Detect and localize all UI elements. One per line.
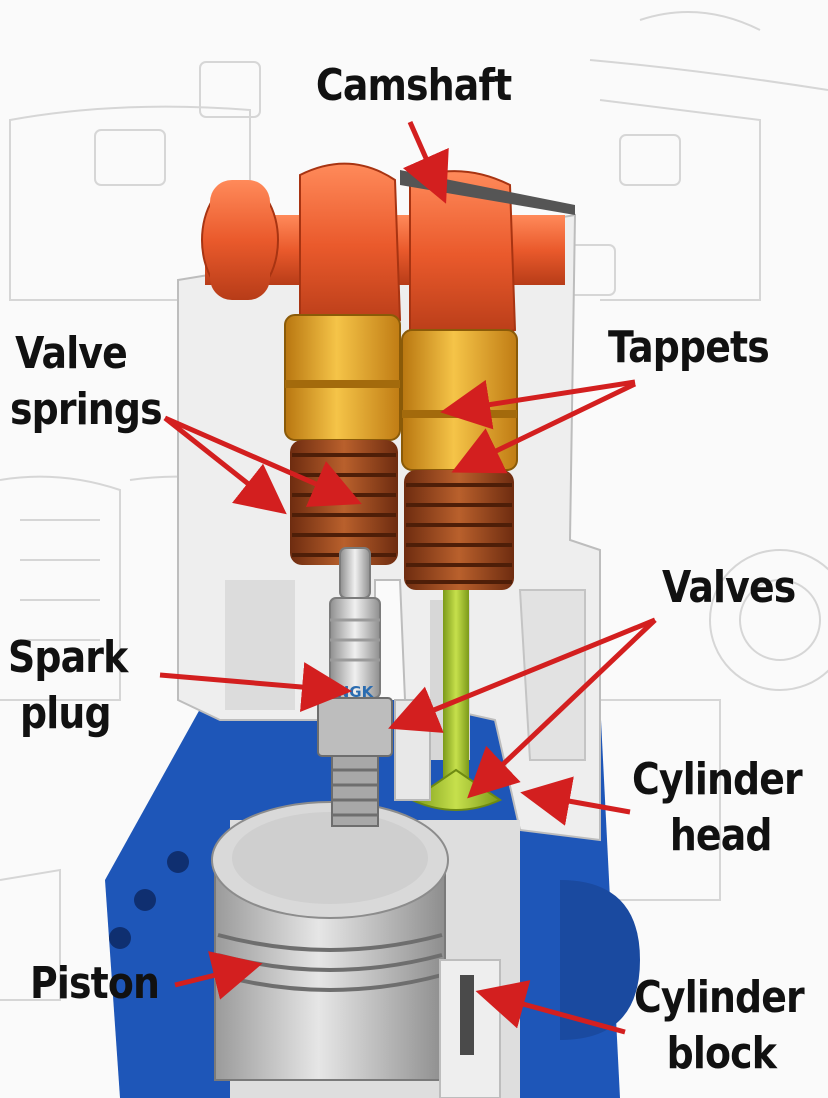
label-valve-springs: Valve springs — [10, 328, 163, 435]
background-sketch — [0, 11, 828, 1001]
pointer-arrows — [159, 120, 657, 1035]
label-spark-plug: Spark plug — [8, 632, 128, 739]
arrow-tappet-2 — [451, 381, 637, 474]
arrow-cylinder-block — [475, 980, 626, 1035]
arrow-valve-1 — [388, 617, 656, 733]
label-cylinder-head: Cylinder head — [632, 754, 803, 861]
arrow-valve-spring-1 — [163, 416, 287, 515]
arrow-tappet-1 — [440, 379, 636, 430]
label-cylinder-block: Cylinder block — [634, 972, 805, 1079]
arrow-cylinder-head — [520, 776, 631, 826]
label-tappets: Tappets — [608, 322, 770, 373]
arrow-spark-plug — [159, 662, 352, 712]
label-valves: Valves — [662, 562, 796, 613]
arrow-valve-2 — [467, 618, 657, 799]
arrow-valve-spring-2 — [163, 415, 362, 507]
label-camshaft: Camshaft — [315, 60, 512, 111]
label-piston: Piston — [30, 958, 160, 1009]
spark-plug-brand: NGK — [337, 683, 375, 701]
piston-assembly — [211, 801, 520, 1098]
arrow-camshaft — [402, 120, 449, 204]
arrow-piston — [174, 951, 263, 1000]
camshaft-part — [201, 162, 575, 339]
